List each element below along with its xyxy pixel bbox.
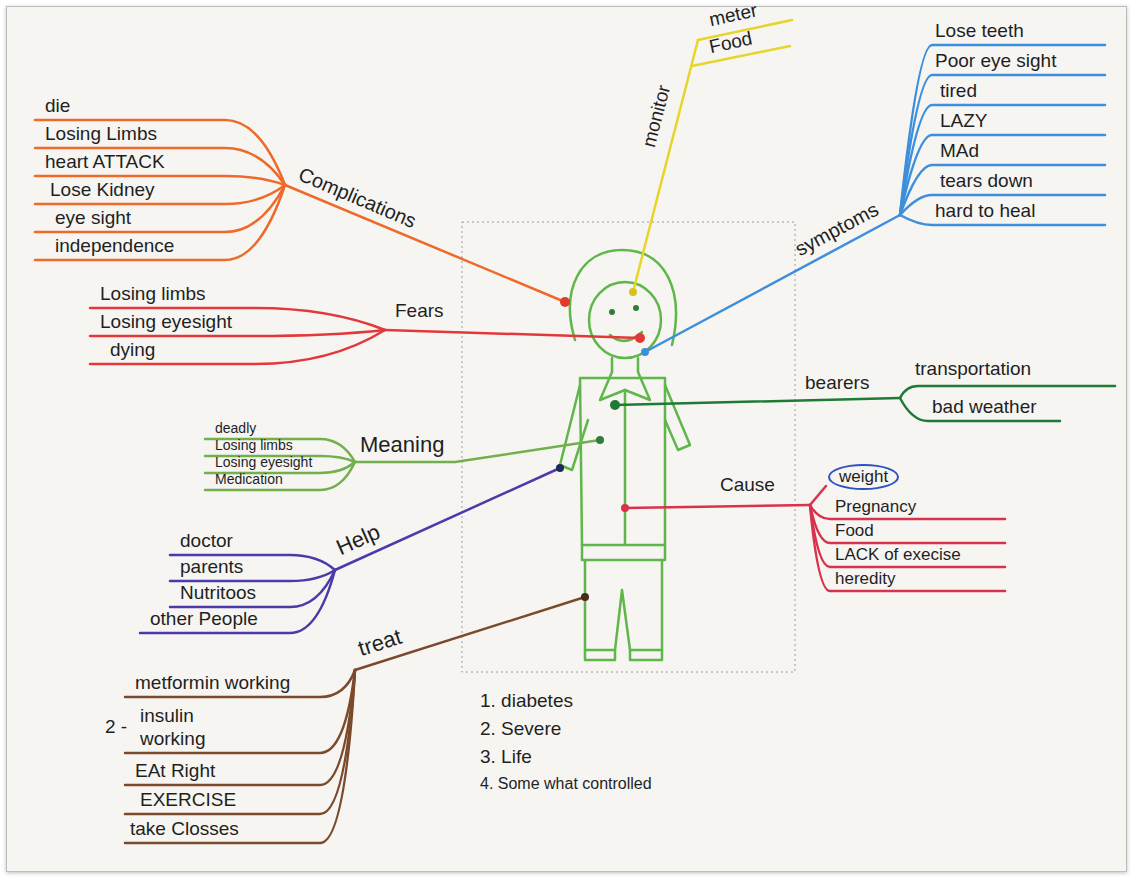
leaf-label: Losing Limbs	[45, 123, 157, 146]
leaf-label: LAZY	[940, 110, 988, 133]
branch-dot	[635, 333, 645, 343]
leaf-label: bad weather	[932, 396, 1037, 419]
branch-dot	[629, 288, 637, 296]
leaf-label: Lose teeth	[935, 20, 1024, 43]
branch-label: symptoms	[791, 197, 883, 261]
leaf-label: tears down	[940, 170, 1033, 193]
list-item: 1. diabetes	[480, 690, 573, 713]
branch-label: Complications	[295, 162, 420, 233]
leaf-label: doctor	[180, 530, 233, 553]
branch-label: treat	[355, 624, 405, 662]
leaf-label: hard to heal	[935, 200, 1035, 223]
branch-dot	[596, 436, 604, 444]
callout-number: 2 -	[105, 716, 127, 739]
branch-dot	[556, 464, 564, 472]
branch-dot	[621, 504, 629, 512]
fears-branch	[90, 308, 640, 364]
leaf-label: other People	[150, 608, 258, 631]
leaf-label: LACK of execise	[835, 545, 961, 565]
circled-word: weight	[828, 464, 899, 490]
leaf-label: deadly	[215, 420, 256, 437]
eye	[609, 309, 615, 315]
cause-branch	[625, 486, 1005, 591]
list-item: 3. Life	[480, 746, 532, 769]
branch-label: Fears	[395, 300, 444, 323]
leaf-label: Nutritoos	[180, 582, 256, 605]
eye	[633, 305, 639, 311]
leaf-label: heredity	[835, 569, 895, 589]
branch-label: monitor	[638, 83, 676, 150]
help-branch	[140, 468, 560, 633]
node-text: weight	[839, 467, 888, 487]
leaf-label: Food	[707, 27, 754, 58]
leaf-label: EAt Right	[135, 760, 215, 783]
leaf-label: take Closses	[130, 818, 239, 841]
leaf-label: die	[45, 95, 70, 118]
leaf-label: eye sight	[55, 207, 131, 230]
branch-dot	[560, 297, 570, 307]
branch-label: Cause	[720, 474, 775, 497]
branch-label: Meaning	[360, 432, 444, 458]
leaf-label: Lose Kidney	[50, 179, 155, 202]
complications-branch	[35, 120, 565, 302]
leaf-label: parents	[180, 556, 243, 579]
leaf-label: Losing eyesight	[100, 311, 232, 334]
branch-dot	[641, 348, 649, 356]
leaf-label: dying	[110, 339, 155, 362]
leaf-label: Pregnancy	[835, 497, 916, 517]
branch-label: bearers	[805, 372, 869, 395]
leaf-label: MAd	[940, 140, 979, 163]
leaf-label: Food	[835, 521, 874, 541]
leaf-label: tired	[940, 80, 977, 103]
leaf-label: transportation	[915, 358, 1031, 381]
leaf-label: Medication	[215, 471, 283, 488]
leaf-label: meter	[707, 0, 759, 32]
symptoms-branch	[645, 45, 1105, 352]
leaf-label: Losing eyesight	[215, 454, 312, 471]
leaf-label: independence	[55, 235, 174, 258]
leaf-label: metformin working	[135, 672, 290, 695]
leaf-label: Losing limbs	[100, 283, 206, 306]
figure-frame	[462, 222, 795, 672]
branch-dot	[581, 593, 589, 601]
list-item: 4. Some what controlled	[480, 774, 652, 793]
treat-branch	[125, 597, 585, 843]
branch-label: Help	[332, 519, 384, 562]
leaf-label: insulin working	[140, 705, 230, 751]
leaf-label: EXERCISE	[140, 789, 236, 812]
branch-dot	[610, 400, 620, 410]
list-item: 2. Severe	[480, 718, 561, 741]
leaf-label: heart ATTACK	[45, 151, 165, 174]
monitor-branch	[633, 20, 792, 292]
leaf-label: Poor eye sight	[935, 50, 1056, 73]
leaf-label: Losing limbs	[215, 437, 293, 454]
